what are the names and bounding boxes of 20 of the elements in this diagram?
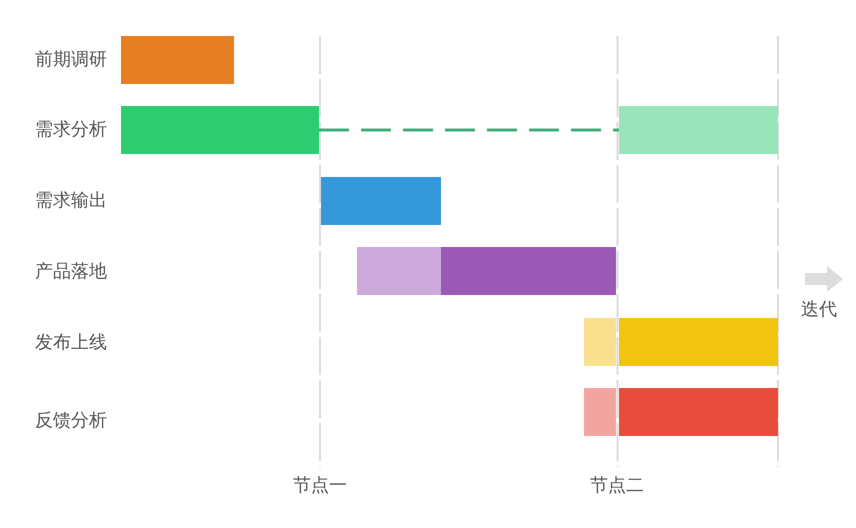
row-label: 需求分析 [35,119,107,141]
task-bar [357,247,441,295]
task-bar [121,36,234,84]
task-bar [619,106,778,154]
arrow-caption: 迭代 [801,299,837,321]
task-bar [584,388,616,436]
row-label: 发布上线 [35,332,107,354]
task-bar [584,318,616,366]
task-bar [619,318,778,366]
row-label: 产品落地 [35,261,107,283]
milestone-label: 节点二 [590,475,644,497]
row-label: 需求输出 [35,190,107,212]
row-label: 反馈分析 [35,410,107,432]
dashed-connector [319,128,619,132]
row-label: 前期调研 [35,49,107,71]
task-bar [121,106,319,154]
task-bar [321,177,441,225]
task-bar [441,247,616,295]
task-bar [619,388,778,436]
milestone-label: 节点一 [293,475,347,497]
